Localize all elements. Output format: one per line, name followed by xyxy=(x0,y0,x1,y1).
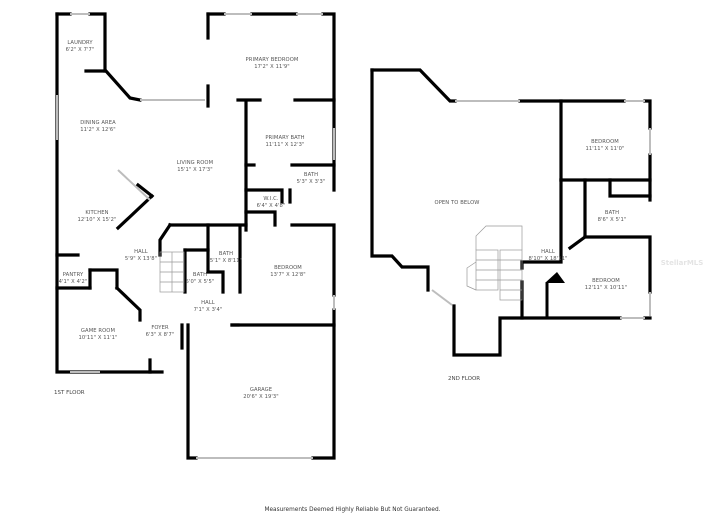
room-name: BEDROOM xyxy=(274,265,302,271)
room-name: HALL xyxy=(201,300,215,306)
room-dims: 8'10" X 18'11" xyxy=(528,256,568,262)
floor-label-first: 1ST FLOOR xyxy=(54,390,85,396)
second-floor-walls xyxy=(370,68,652,357)
room-name: PRIMARY BATH xyxy=(265,135,305,141)
disclaimer-footer: Measurements Deemed Highly Reliable But … xyxy=(264,507,441,513)
stairs-icon xyxy=(159,225,523,301)
room-dims: 5'0" X 5'5" xyxy=(185,279,215,285)
room-dims: 12'11" X 10'11" xyxy=(584,285,628,291)
room-label-wic: W.I.C.6'4" X 4'8" xyxy=(257,196,286,210)
room-name: GAME ROOM xyxy=(80,328,116,334)
room-dims: 7'1" X 3'4" xyxy=(193,307,223,313)
watermark: StellarMLS xyxy=(660,259,704,267)
room-dims: 6'3" X 8'7" xyxy=(145,332,175,338)
room-name: BEDROOM xyxy=(592,278,620,284)
room-name: HALL xyxy=(541,249,555,255)
room-dims: 20'6" X 19'3" xyxy=(243,394,279,400)
room-dims: 13'7" X 12'8" xyxy=(270,272,306,278)
room-name: HALL xyxy=(134,249,148,255)
room-name: PRIMARY BEDROOM xyxy=(245,57,299,63)
room-dims: 15'1" X 17'3" xyxy=(177,167,213,173)
fireplace-icon xyxy=(545,272,565,318)
room-name: KITCHEN xyxy=(85,210,109,216)
room-dims: 17'2" X 11'9" xyxy=(254,64,290,70)
room-name: BATH xyxy=(604,210,620,216)
room-name: LAUNDRY xyxy=(67,40,93,46)
room-name: GARAGE xyxy=(249,387,273,393)
room-dims: 8'6" X 5'1" xyxy=(597,217,627,223)
room-label-open-to-below: OPEN TO BELOW xyxy=(435,200,480,207)
room-name: DINING AREA xyxy=(80,120,116,126)
room-dims: 6'2" X 7'7" xyxy=(65,47,95,53)
room-name: BATH xyxy=(192,272,208,278)
room-name: PANTRY xyxy=(62,272,84,278)
room-dims: 11'11" X 11'0" xyxy=(585,146,625,152)
room-dims: 5'3" X 3'3" xyxy=(296,179,326,185)
first-floor-walls xyxy=(55,12,336,460)
room-dims: 12'10" X 15'2" xyxy=(77,217,117,223)
room-name: BEDROOM xyxy=(591,139,619,145)
room-dims: 11'2" X 12'6" xyxy=(80,127,116,133)
room-name: OPEN TO BELOW xyxy=(434,200,480,206)
room-name: FOYER xyxy=(151,325,169,331)
windows xyxy=(56,13,651,459)
room-dims: 5'9" X 13'8" xyxy=(124,256,158,262)
room-name: W.I.C. xyxy=(263,196,279,202)
room-dims: 11'11" X 12'3" xyxy=(265,142,305,148)
room-dims: 5'1" X 8'11" xyxy=(209,258,243,264)
room-name: BATH xyxy=(218,251,234,257)
room-name: BATH xyxy=(303,172,319,178)
floor-label-second: 2ND FLOOR xyxy=(448,376,481,382)
room-name: LIVING ROOM xyxy=(176,160,214,166)
room-dims: 4'1" X 4'2" xyxy=(58,279,88,285)
room-dims: 6'4" X 4'8" xyxy=(256,203,286,209)
room-dims: 10'11" X 11'1" xyxy=(78,335,118,341)
